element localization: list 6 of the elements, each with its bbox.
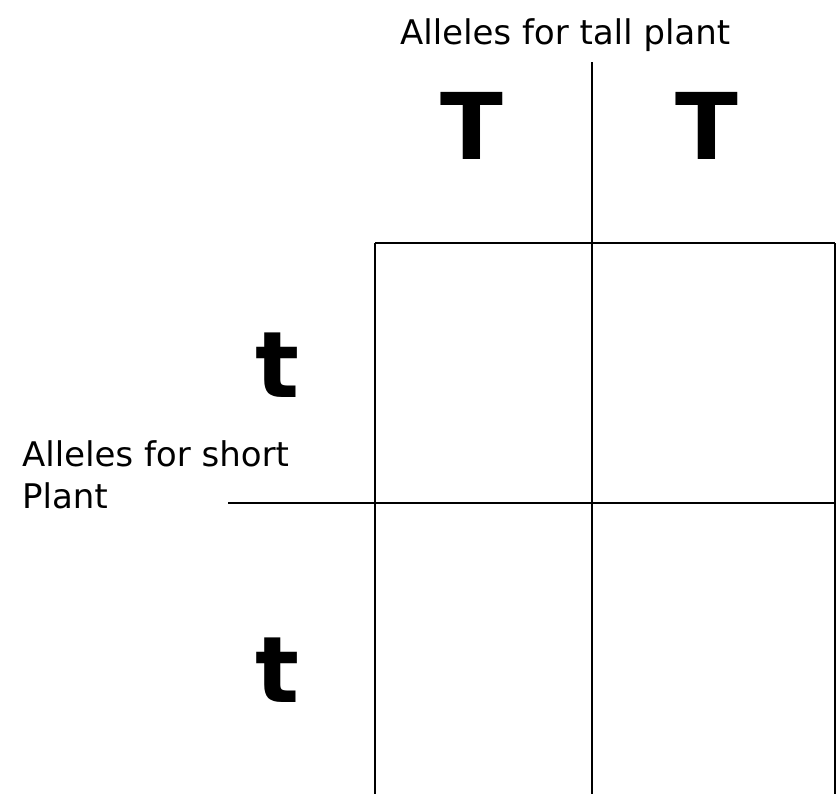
allele-letter: T bbox=[675, 82, 738, 174]
allele-letter: T bbox=[440, 82, 503, 174]
caption-text: Alleles for tall plant bbox=[400, 12, 730, 54]
allele-letter: t bbox=[255, 625, 299, 717]
allele-letter: t bbox=[255, 320, 299, 412]
caption-text: Alleles for short Plant bbox=[22, 434, 290, 518]
